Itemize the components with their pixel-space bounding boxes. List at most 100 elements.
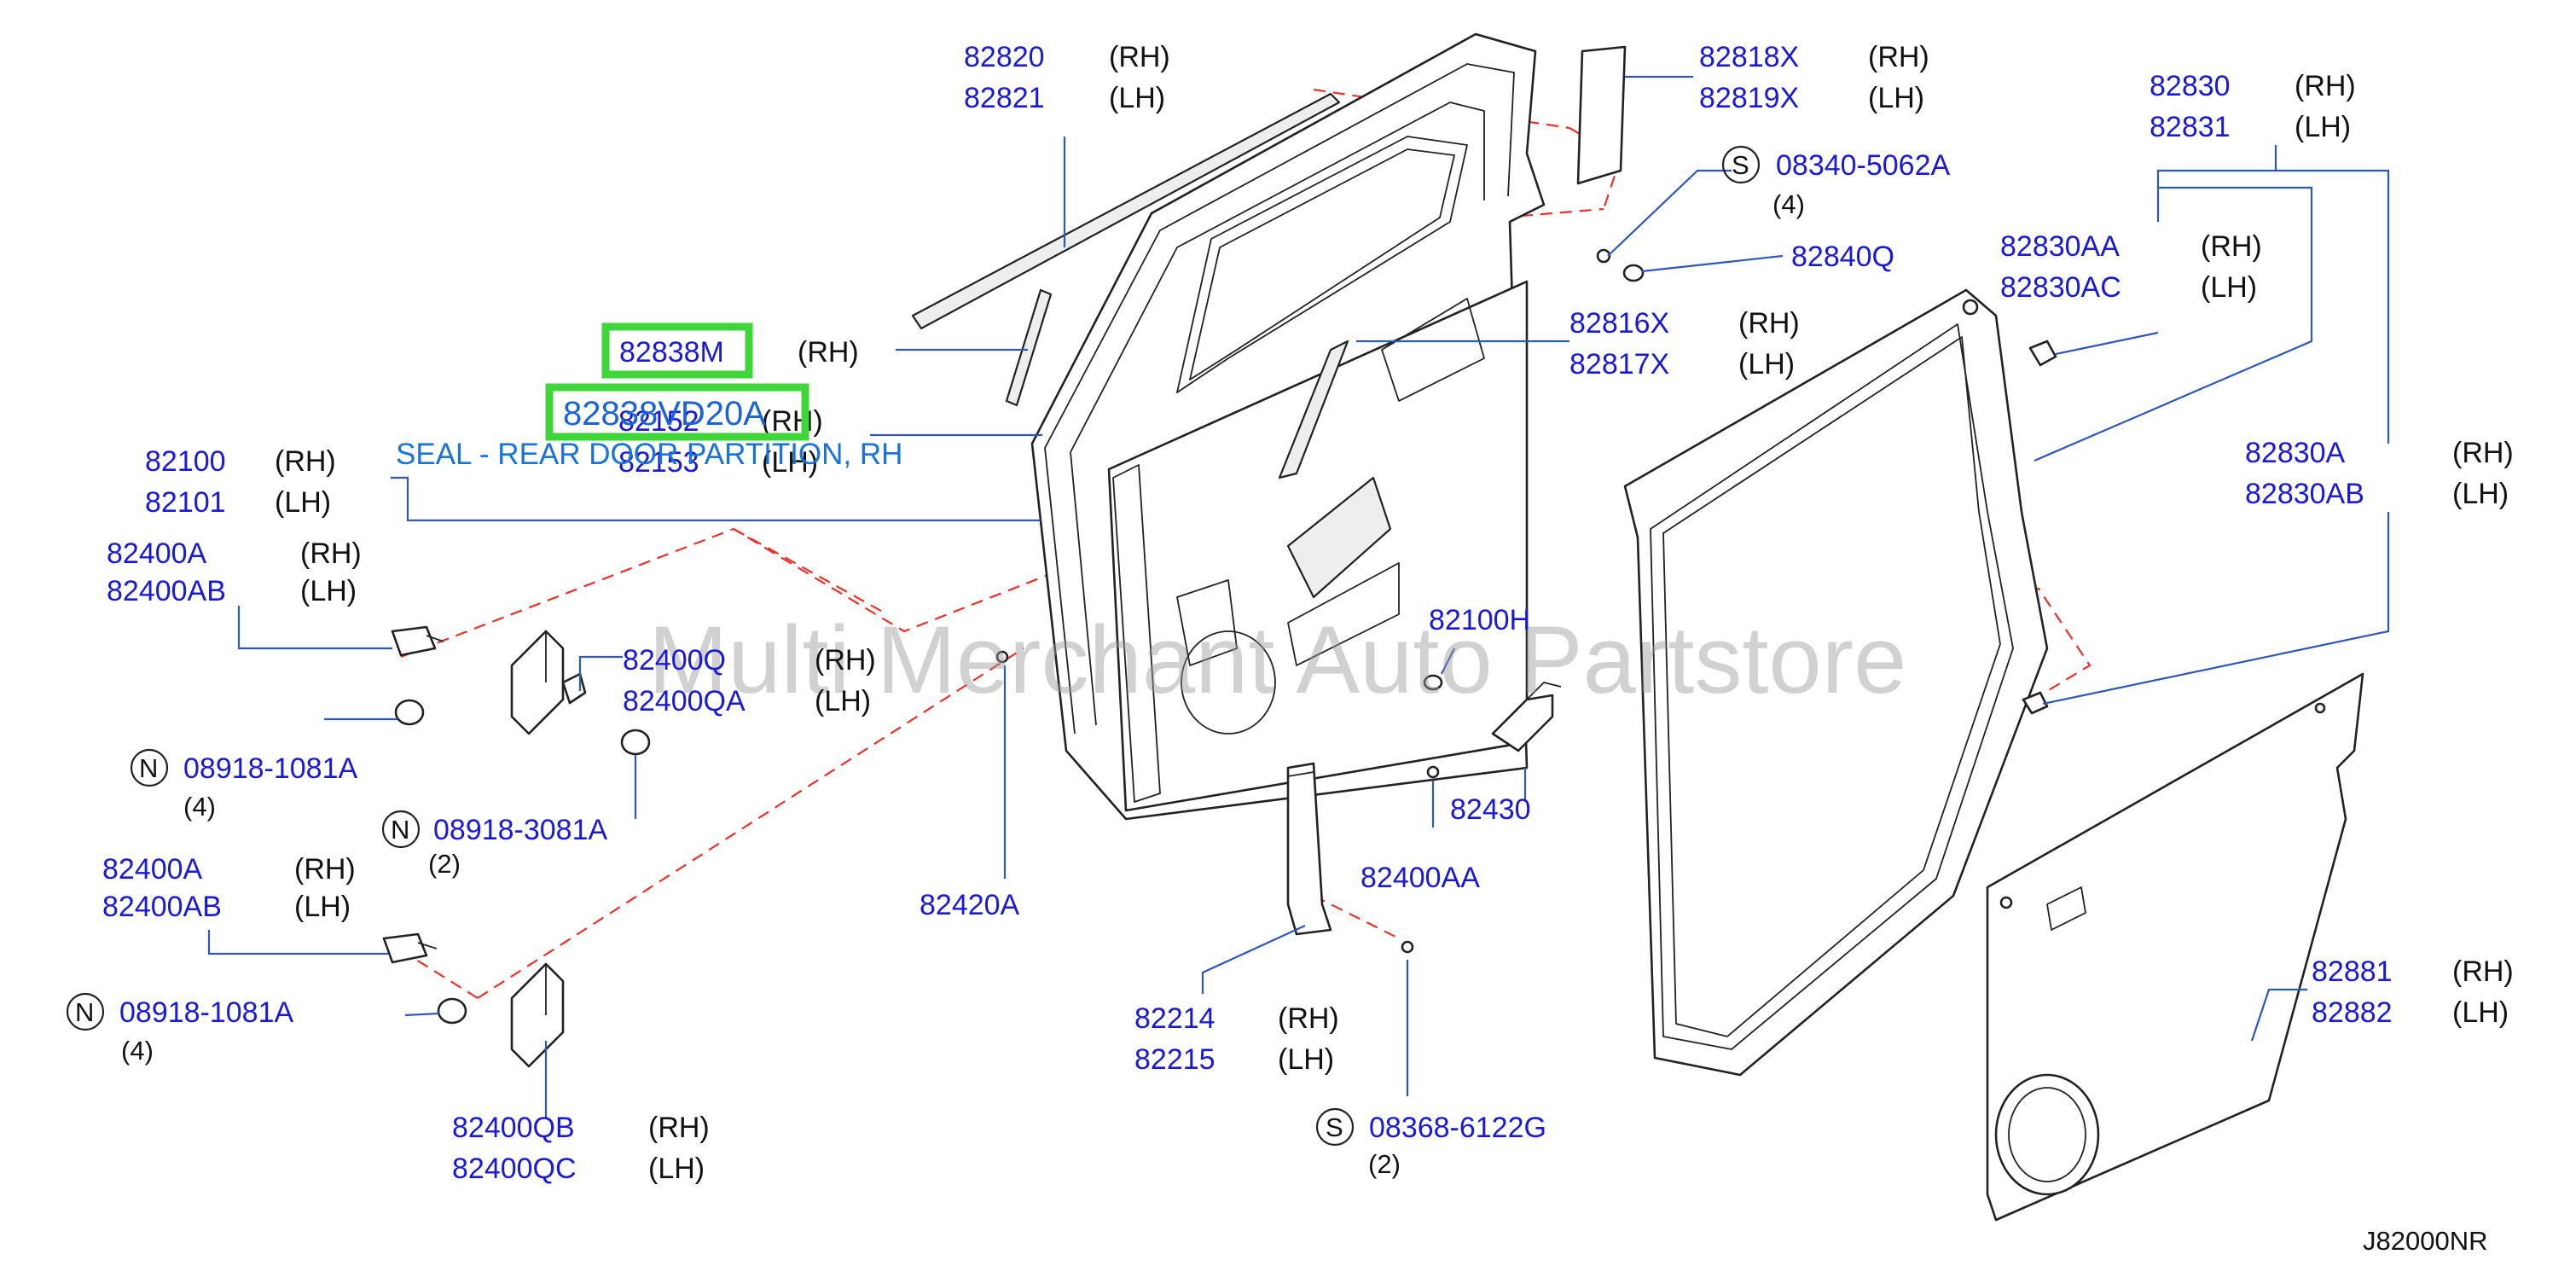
callout-08918-3081A[interactable]: N 08918-3081A (2) [381, 810, 608, 879]
side-lh: (LH) [815, 685, 871, 717]
callout-82400A-bottom[interactable]: 82400A (RH) 82400AB (LH) [102, 853, 356, 923]
door-check-82430[interactable] [1491, 682, 1562, 752]
part-number-rh[interactable]: 82830A [2245, 437, 2346, 469]
part-number[interactable]: 82400AA [1361, 862, 1480, 894]
callout-08918-1081A-bottom[interactable]: N 08918-1081A (4) [66, 992, 294, 1066]
part-number[interactable]: 82430 [1450, 793, 1531, 826]
part-number-lh[interactable]: 82400AB [107, 575, 226, 607]
leader-lines [207, 75, 2390, 1118]
part-number-lh[interactable]: 82882 [2312, 996, 2393, 1029]
part-number-rh[interactable]: 82820 [964, 41, 1045, 73]
callout-82152[interactable]: 82152 (RH) 82153 (LH) [618, 405, 823, 479]
part-number-rh[interactable]: 82400Q [623, 644, 726, 677]
callout-82400QB[interactable]: 82400QB (RH) 82400QC (LH) [452, 1112, 710, 1185]
side-rh: (RH) [2295, 70, 2356, 102]
quantity: (4) [183, 792, 216, 822]
callout-82400A-top[interactable]: 82400A (RH) 82400AB (LH) [107, 537, 362, 607]
lower-hinge-bolt[interactable] [382, 932, 438, 964]
door-weatherstrip-seal[interactable] [1623, 288, 2049, 1077]
callout-82818X[interactable]: 82818X (RH) 82819X (LH) [1699, 41, 1929, 114]
part-number-rh[interactable]: 82214 [1134, 1002, 1215, 1035]
side-lh: (LH) [2452, 996, 2509, 1029]
callout-82100H[interactable]: 82100H [1429, 604, 1530, 636]
part-number[interactable]: 82100H [1429, 604, 1530, 636]
callout-82400Q[interactable]: 82400Q (RH) 82400QA (LH) [623, 644, 876, 717]
part-number-lh[interactable]: 82400QC [452, 1153, 577, 1185]
callout-08340-5062A[interactable]: S 08340-5062A (4) [1721, 145, 1951, 219]
screw-08368[interactable] [1401, 940, 1414, 954]
callout-82400AA[interactable]: 82400AA [1361, 862, 1480, 894]
callout-08368-6122G[interactable]: S 08368-6122G (2) [1315, 1107, 1546, 1179]
callout-82820[interactable]: 82820 (RH) 82821 (LH) [964, 41, 1170, 114]
part-number-lh[interactable]: 82153 [618, 446, 699, 479]
part-number-lh[interactable]: 82830AC [2000, 271, 2121, 304]
side-lh: (LH) [1278, 1043, 1334, 1076]
upper-hinge-bolt[interactable] [391, 625, 444, 657]
part-number-rh[interactable]: 82816X [1569, 307, 1669, 340]
part-number-lh[interactable]: 82819X [1699, 82, 1799, 114]
lower-hinge-nut[interactable] [437, 997, 467, 1025]
callout-82816X[interactable]: 82816X (RH) 82817X (LH) [1569, 307, 1800, 380]
selected-part-number[interactable]: 82838VD20A [563, 395, 766, 433]
symbol-letter: N [391, 815, 409, 845]
callout-82100[interactable]: 82100 (RH) 82101 (LH) [145, 445, 336, 519]
door-handle-82214[interactable] [1286, 762, 1332, 936]
part-number-rh[interactable]: 82830 [2150, 70, 2231, 102]
part-number[interactable]: 08918-3081A [433, 814, 608, 846]
part-number[interactable]: 08918-1081A [119, 996, 294, 1029]
part-number-lh[interactable]: 82831 [2150, 111, 2231, 143]
part-number-lh[interactable]: 82400QA [623, 685, 746, 717]
lower-hinge[interactable] [510, 962, 565, 1068]
callout-82830[interactable]: 82830 (RH) 82831 (LH) [2150, 70, 2356, 143]
seal-clip-lower[interactable] [2022, 691, 2049, 715]
side-rh: (RH) [1278, 1002, 1339, 1035]
upper-hinge[interactable] [510, 630, 587, 735]
door-trim-panel[interactable] [1986, 672, 2364, 1222]
part-number-lh[interactable]: 82101 [145, 486, 226, 519]
upper-hinge-nut-2[interactable] [620, 729, 651, 756]
part-number-lh[interactable]: 82817X [1569, 348, 1669, 380]
part-number-rh[interactable]: 82400A [102, 853, 203, 886]
screw-clip-group[interactable] [1596, 248, 1645, 282]
door-sash-trim[interactable] [1576, 45, 1627, 185]
part-number-lh[interactable]: 82830AB [2245, 478, 2364, 510]
callout-82430[interactable]: 82430 [1450, 793, 1531, 826]
bumper-82100H[interactable] [1423, 674, 1443, 691]
part-number[interactable]: 82838M [619, 336, 724, 369]
callout-82830A[interactable]: 82830A (RH) 82830AB (LH) [2245, 437, 2514, 510]
callout-82420A[interactable]: 82420A [920, 889, 1020, 921]
part-number[interactable]: 82840Q [1791, 241, 1894, 273]
callout-82881[interactable]: 82881 (RH) 82882 (LH) [2312, 955, 2514, 1029]
screw-82400AA[interactable] [1426, 765, 1440, 779]
part-number[interactable]: 82420A [920, 889, 1020, 921]
seal-clip[interactable] [2028, 340, 2057, 367]
part-number-lh[interactable]: 82215 [1134, 1043, 1215, 1076]
rear-door-frame[interactable] [1030, 32, 1546, 821]
callout-08918-1081A-top[interactable]: N 08918-1081A (4) [130, 748, 358, 822]
part-number-rh[interactable]: 82100 [145, 445, 226, 478]
highlight-box [601, 322, 753, 379]
part-number[interactable]: 08918-1081A [183, 752, 358, 785]
part-number-rh[interactable]: 82152 [618, 405, 699, 438]
part-number[interactable]: 08340-5062A [1776, 149, 1951, 182]
quantity: (2) [1368, 1149, 1401, 1179]
selected-part-tooltip[interactable]: 82838VD20A SEAL - REAR DOOR PARTITION, R… [396, 383, 902, 471]
bolt-82420A[interactable] [995, 650, 1009, 664]
part-number[interactable]: 08368-6122G [1369, 1112, 1546, 1144]
part-number-rh[interactable]: 82830AA [2000, 230, 2120, 263]
part-number-lh[interactable]: 82400AB [102, 891, 222, 923]
callout-82840Q[interactable]: 82840Q [1791, 241, 1894, 273]
window-weatherstrip[interactable] [911, 92, 1341, 407]
part-number-rh[interactable]: 82400A [107, 537, 207, 570]
upper-hinge-nut[interactable] [394, 699, 425, 726]
part-number-lh[interactable]: 82821 [964, 82, 1045, 114]
callout-82214[interactable]: 82214 (RH) 82215 (LH) [1134, 1002, 1339, 1076]
side-lh: (LH) [1868, 82, 1924, 114]
part-number-rh[interactable]: 82400QB [452, 1112, 575, 1144]
part-number-rh[interactable]: 82818X [1699, 41, 1799, 73]
callout-82830AA[interactable]: 82830AA (RH) 82830AC (LH) [2000, 230, 2262, 304]
quantity: (2) [428, 849, 461, 879]
callout-82838M-highlight[interactable]: 82838M (RH) [601, 322, 1028, 379]
part-number-rh[interactable]: 82881 [2312, 955, 2393, 988]
